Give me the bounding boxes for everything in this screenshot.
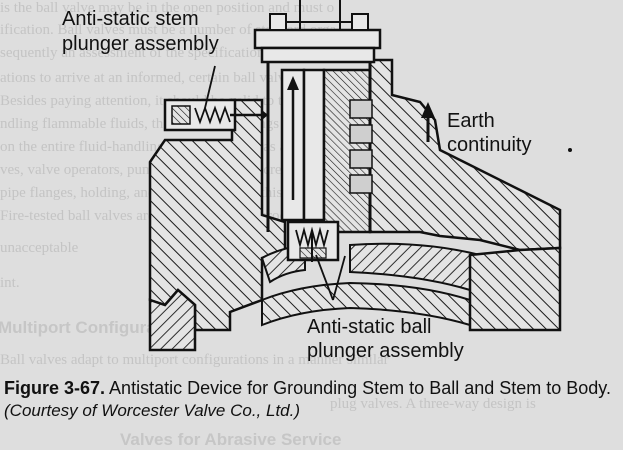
leader-stem-plunger [204,65,216,109]
stem-plunger-spring [194,105,231,125]
bg-heading: Multiport Configuration [0,318,187,337]
label-stem-plunger-line2: plunger assembly [62,33,219,55]
bg-heading: Valves for Abrasive Service [120,430,342,449]
label-ball-plunger-line1: Anti-static ball [307,316,432,338]
leader-ball-plunger [315,254,334,301]
bg-text-line: unacceptable [0,240,79,256]
label-earth-line1: Earth [447,110,495,132]
bg-text-line: ification. Ball valves must be a number … [0,22,337,38]
figure-caption: Figure 3-67. Antistatic Device for Groun… [4,377,611,399]
ball-plunger-spring [295,226,329,249]
figure-text: Antistatic Device for Grounding Stem to … [109,378,611,398]
label-earth-line2: continuity [447,134,532,156]
valve-cross-section-drawing [148,0,572,352]
label-stem-plunger-line1: Anti-static stem [62,8,199,30]
bonnet [368,58,562,252]
label-ball-plunger-line2: plunger assembly [307,340,464,362]
valve-body [148,98,287,332]
figure-credit: (Courtesy of Worcester Valve Co., Ltd.) [4,401,301,420]
stem-nut [253,28,382,50]
figure-number: Figure 3-67. [4,378,106,398]
end-connector [148,288,197,352]
bg-text-line: plug valves. A three-way design is [330,396,536,412]
bg-text-line: Ball valves adapt to multiport configura… [0,352,389,368]
bg-text-line: sequently an assessment of the specifica… [0,45,269,61]
bg-text-line: int. [0,275,20,291]
bg-text-line: is the ball valve may be in the open pos… [0,0,335,16]
